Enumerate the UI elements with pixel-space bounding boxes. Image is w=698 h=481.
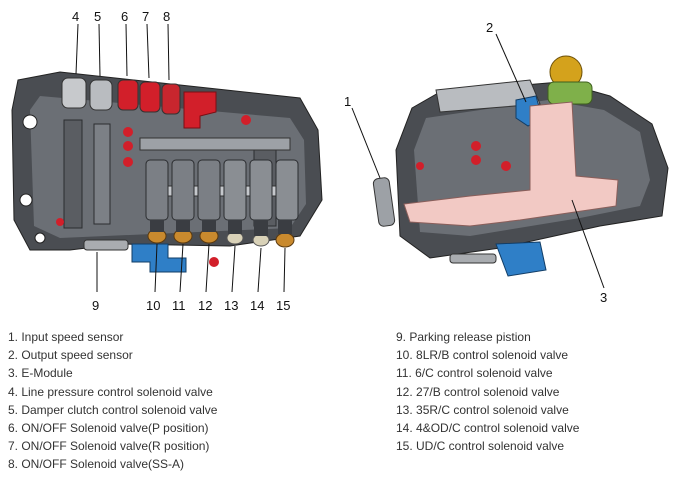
callout-11: 11 [172, 298, 186, 313]
rear-top-plate [435, 79, 541, 113]
legend-item: 10. 8LR/B control solenoid valve [396, 348, 569, 363]
callout-15: 15 [276, 298, 290, 313]
mount-hole [22, 114, 38, 130]
valve-top-1 [61, 77, 87, 109]
valve-top-2 [89, 79, 113, 111]
sensor-body [547, 81, 593, 105]
input-speed-sensor [372, 177, 396, 227]
legend-right: 9. Parking release pistion 10. 8LR/B con… [396, 328, 579, 455]
callout-labels: 4 5 6 7 8 9 10 11 12 13 14 15 1 2 3 [72, 9, 607, 313]
legend-item: 12. 27/B control solenoid valve [396, 384, 560, 399]
legend-item: 2. Output speed sensor [8, 348, 133, 363]
callout-6: 6 [121, 9, 128, 24]
legend-item: 1. Input speed sensor [8, 330, 124, 344]
red-plug [123, 141, 133, 151]
blue-bracket [131, 243, 187, 273]
legend-item: 4. Line pressure control solenoid valve [8, 384, 213, 399]
callout-5: 5 [94, 9, 101, 24]
accumulator-bar [139, 137, 291, 151]
callout-7: 7 [142, 9, 149, 24]
callout-14: 14 [250, 298, 264, 313]
solenoid-tips [147, 220, 295, 248]
valve-body-diagram: 4 5 6 7 8 9 10 11 12 13 14 15 1 2 3 [11, 9, 669, 313]
valve-body-rear-view [372, 55, 669, 277]
red-bracket [183, 91, 217, 129]
callout-2: 2 [486, 20, 493, 35]
blue-bracket [495, 241, 547, 277]
legend-item: 13. 35R/C control solenoid valve [396, 402, 569, 417]
callout-4: 4 [72, 9, 79, 24]
valve-column [93, 123, 111, 225]
solenoid-row [145, 159, 299, 221]
red-plug [416, 162, 424, 170]
callout-13: 13 [224, 298, 238, 313]
red-plug [56, 218, 64, 226]
callout-10: 10 [146, 298, 160, 313]
legend-item: 7. ON/OFF Solenoid valve(R position) [8, 439, 210, 454]
callout-1: 1 [344, 94, 351, 109]
legend-item: 3. E-Module [8, 366, 73, 381]
callout-9: 9 [92, 298, 99, 313]
red-plug [471, 141, 481, 151]
legend-item: 11. 6/C control solenoid valve [396, 366, 553, 381]
valve-top-3 [117, 79, 139, 111]
legend-item: 14. 4&OD/C control solenoid valve [396, 421, 580, 436]
mount-hole [19, 193, 33, 207]
legend-item: 5. Damper clutch control solenoid valve [8, 402, 218, 417]
rear-lower-rod [449, 253, 497, 264]
parking-release-piston [83, 239, 129, 251]
red-plug [501, 161, 511, 171]
valve-column [63, 119, 83, 229]
red-plug [471, 155, 481, 165]
legend-item: 6. ON/OFF Solenoid valve(P position) [8, 421, 209, 436]
leader-lines [75, 23, 605, 293]
legend-left: 1. Input speed sensor 2. Output speed se… [8, 328, 217, 474]
callout-12: 12 [198, 298, 212, 313]
legend-item: 15. UD/C control solenoid valve [396, 439, 565, 454]
mount-hole [34, 232, 46, 244]
valve-body-front-view [11, 71, 323, 273]
red-plug [209, 257, 219, 267]
legend-item: 9. Parking release pistion [396, 330, 531, 344]
red-plug [123, 127, 133, 137]
valve-top-4 [139, 81, 161, 113]
callout-3: 3 [600, 290, 607, 305]
red-plug [123, 157, 133, 167]
e-module [403, 101, 619, 227]
red-plug [241, 115, 251, 125]
valve-top-5 [161, 83, 181, 115]
legend-item: 8. ON/OFF Solenoid valve(SS-A) [8, 457, 185, 472]
callout-8: 8 [163, 9, 170, 24]
